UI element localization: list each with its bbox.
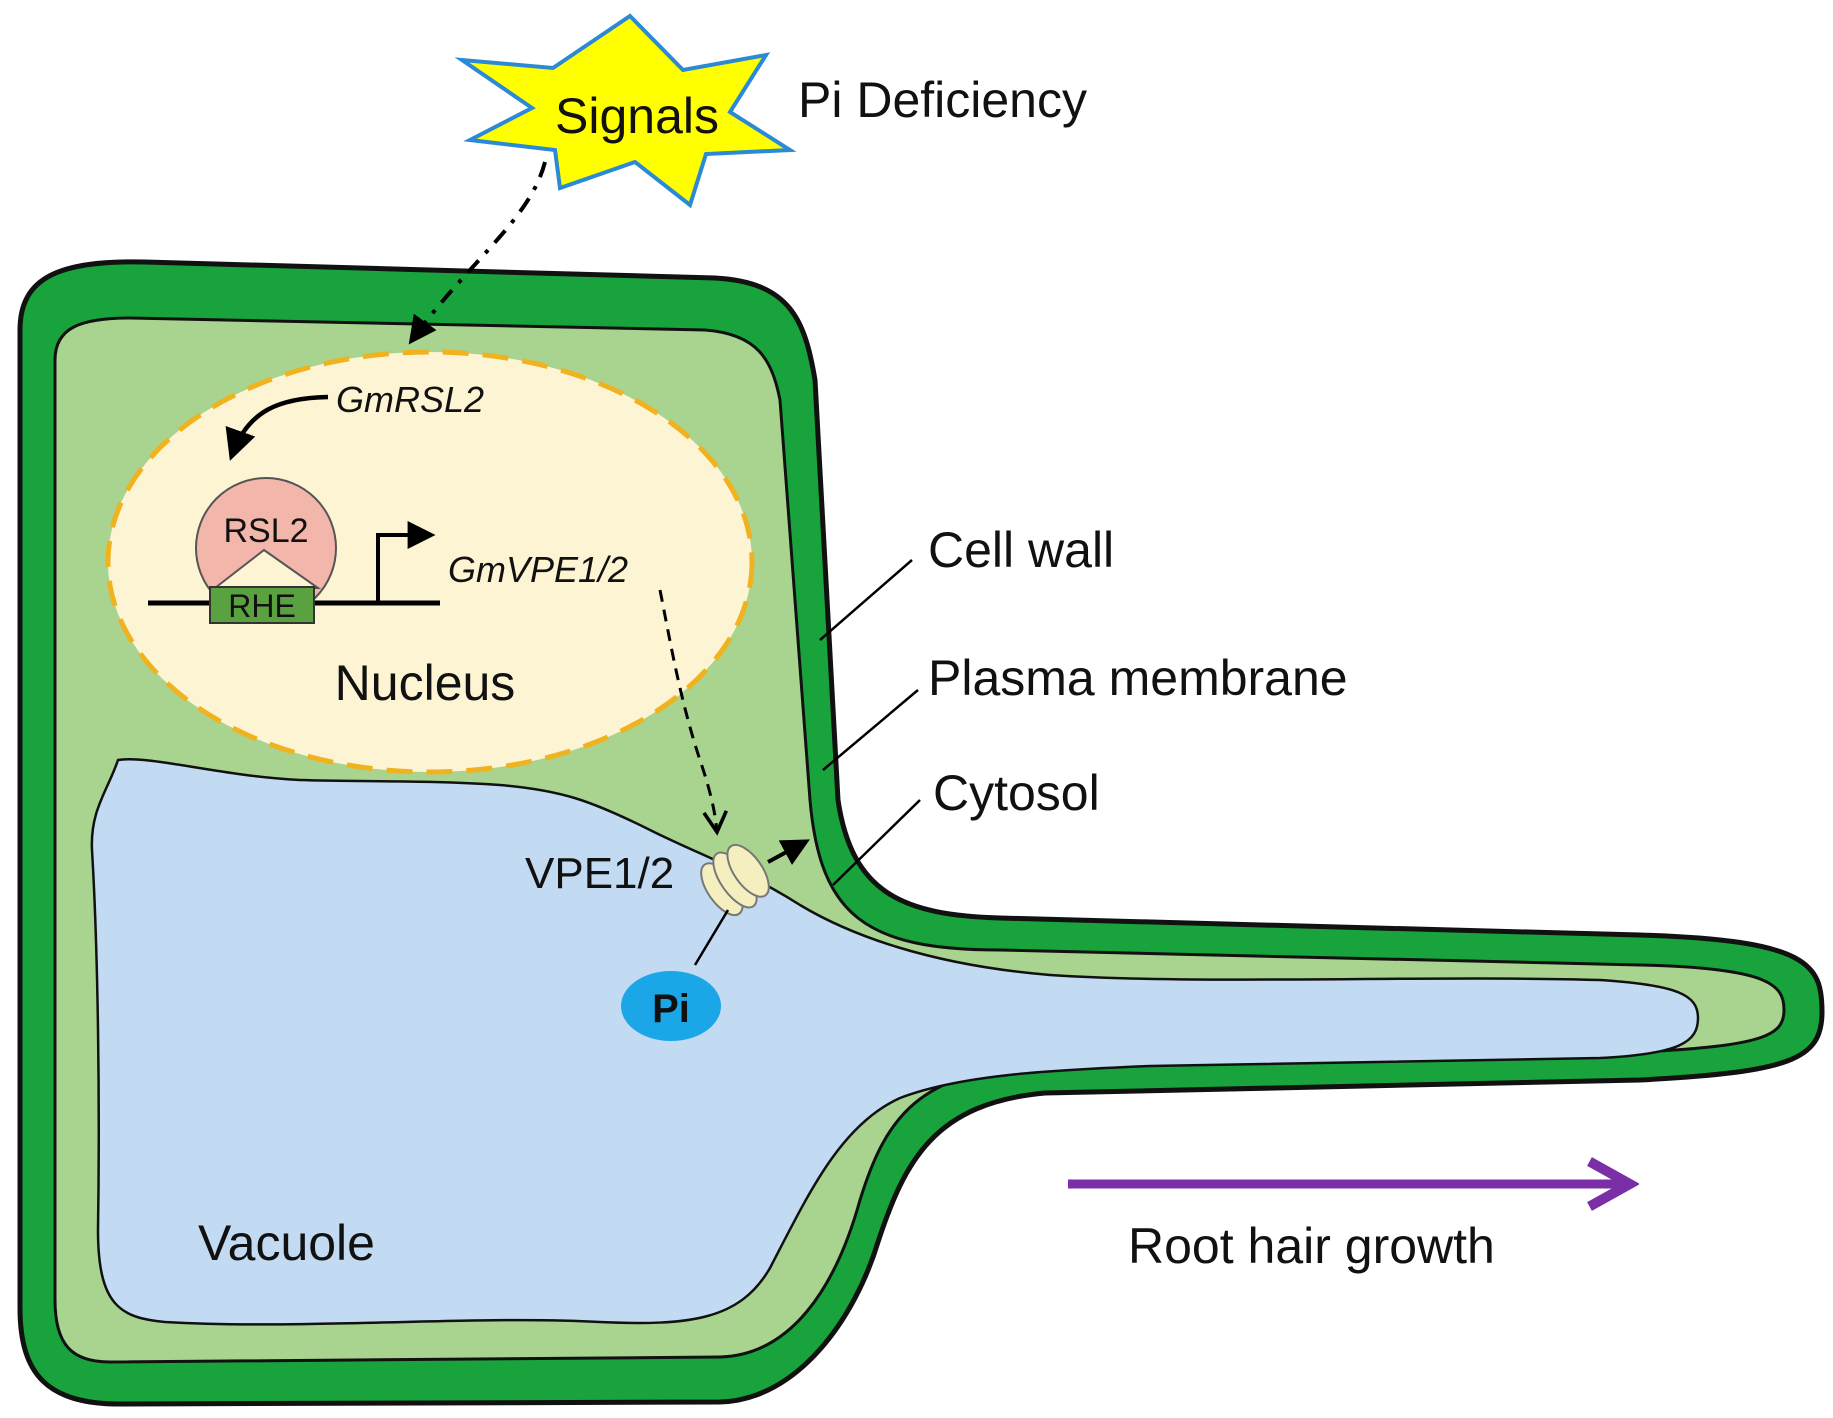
gm-vpe-label: GmVPE1/2 <box>448 549 628 590</box>
nucleus-shape <box>105 349 755 775</box>
vpe-expression-arrow <box>658 589 729 836</box>
vpe-protein-label: VPE1/2 <box>525 849 674 898</box>
vacuole-shape <box>90 758 1700 1326</box>
pi-efflux-arrow <box>767 839 810 865</box>
root-hair-growth-label: Root hair growth <box>1128 1218 1495 1274</box>
signal-to-nucleus-arrow <box>408 161 547 345</box>
rsl2-label: RSL2 <box>223 512 308 550</box>
cytosol-label: Cytosol <box>933 765 1100 821</box>
pi-connector-line <box>693 909 730 966</box>
cytosol-pointer <box>832 799 921 886</box>
signal-star <box>454 13 797 209</box>
signals-label: Signals <box>555 88 719 144</box>
gm-rsl2-label: GmRSL2 <box>336 379 484 420</box>
pi-molecule <box>621 971 721 1041</box>
vacuole-label: Vacuole <box>198 1215 375 1271</box>
nucleus-label: Nucleus <box>335 655 516 711</box>
rsl2-translation-arrow <box>225 394 329 461</box>
plasma-membrane-pointer <box>822 689 919 771</box>
rhe-label: RHE <box>228 588 296 624</box>
cell-wall-pointer <box>819 559 913 641</box>
transcription-start-arrow <box>376 521 436 603</box>
pi-label: Pi <box>652 987 690 1031</box>
cell-wall-label: Cell wall <box>928 522 1114 578</box>
plasma-membrane-label: Plasma membrane <box>928 650 1348 706</box>
rhe-element <box>209 586 315 624</box>
vpe-channel-icon <box>700 843 770 917</box>
pi-deficiency-label: Pi Deficiency <box>798 72 1087 128</box>
